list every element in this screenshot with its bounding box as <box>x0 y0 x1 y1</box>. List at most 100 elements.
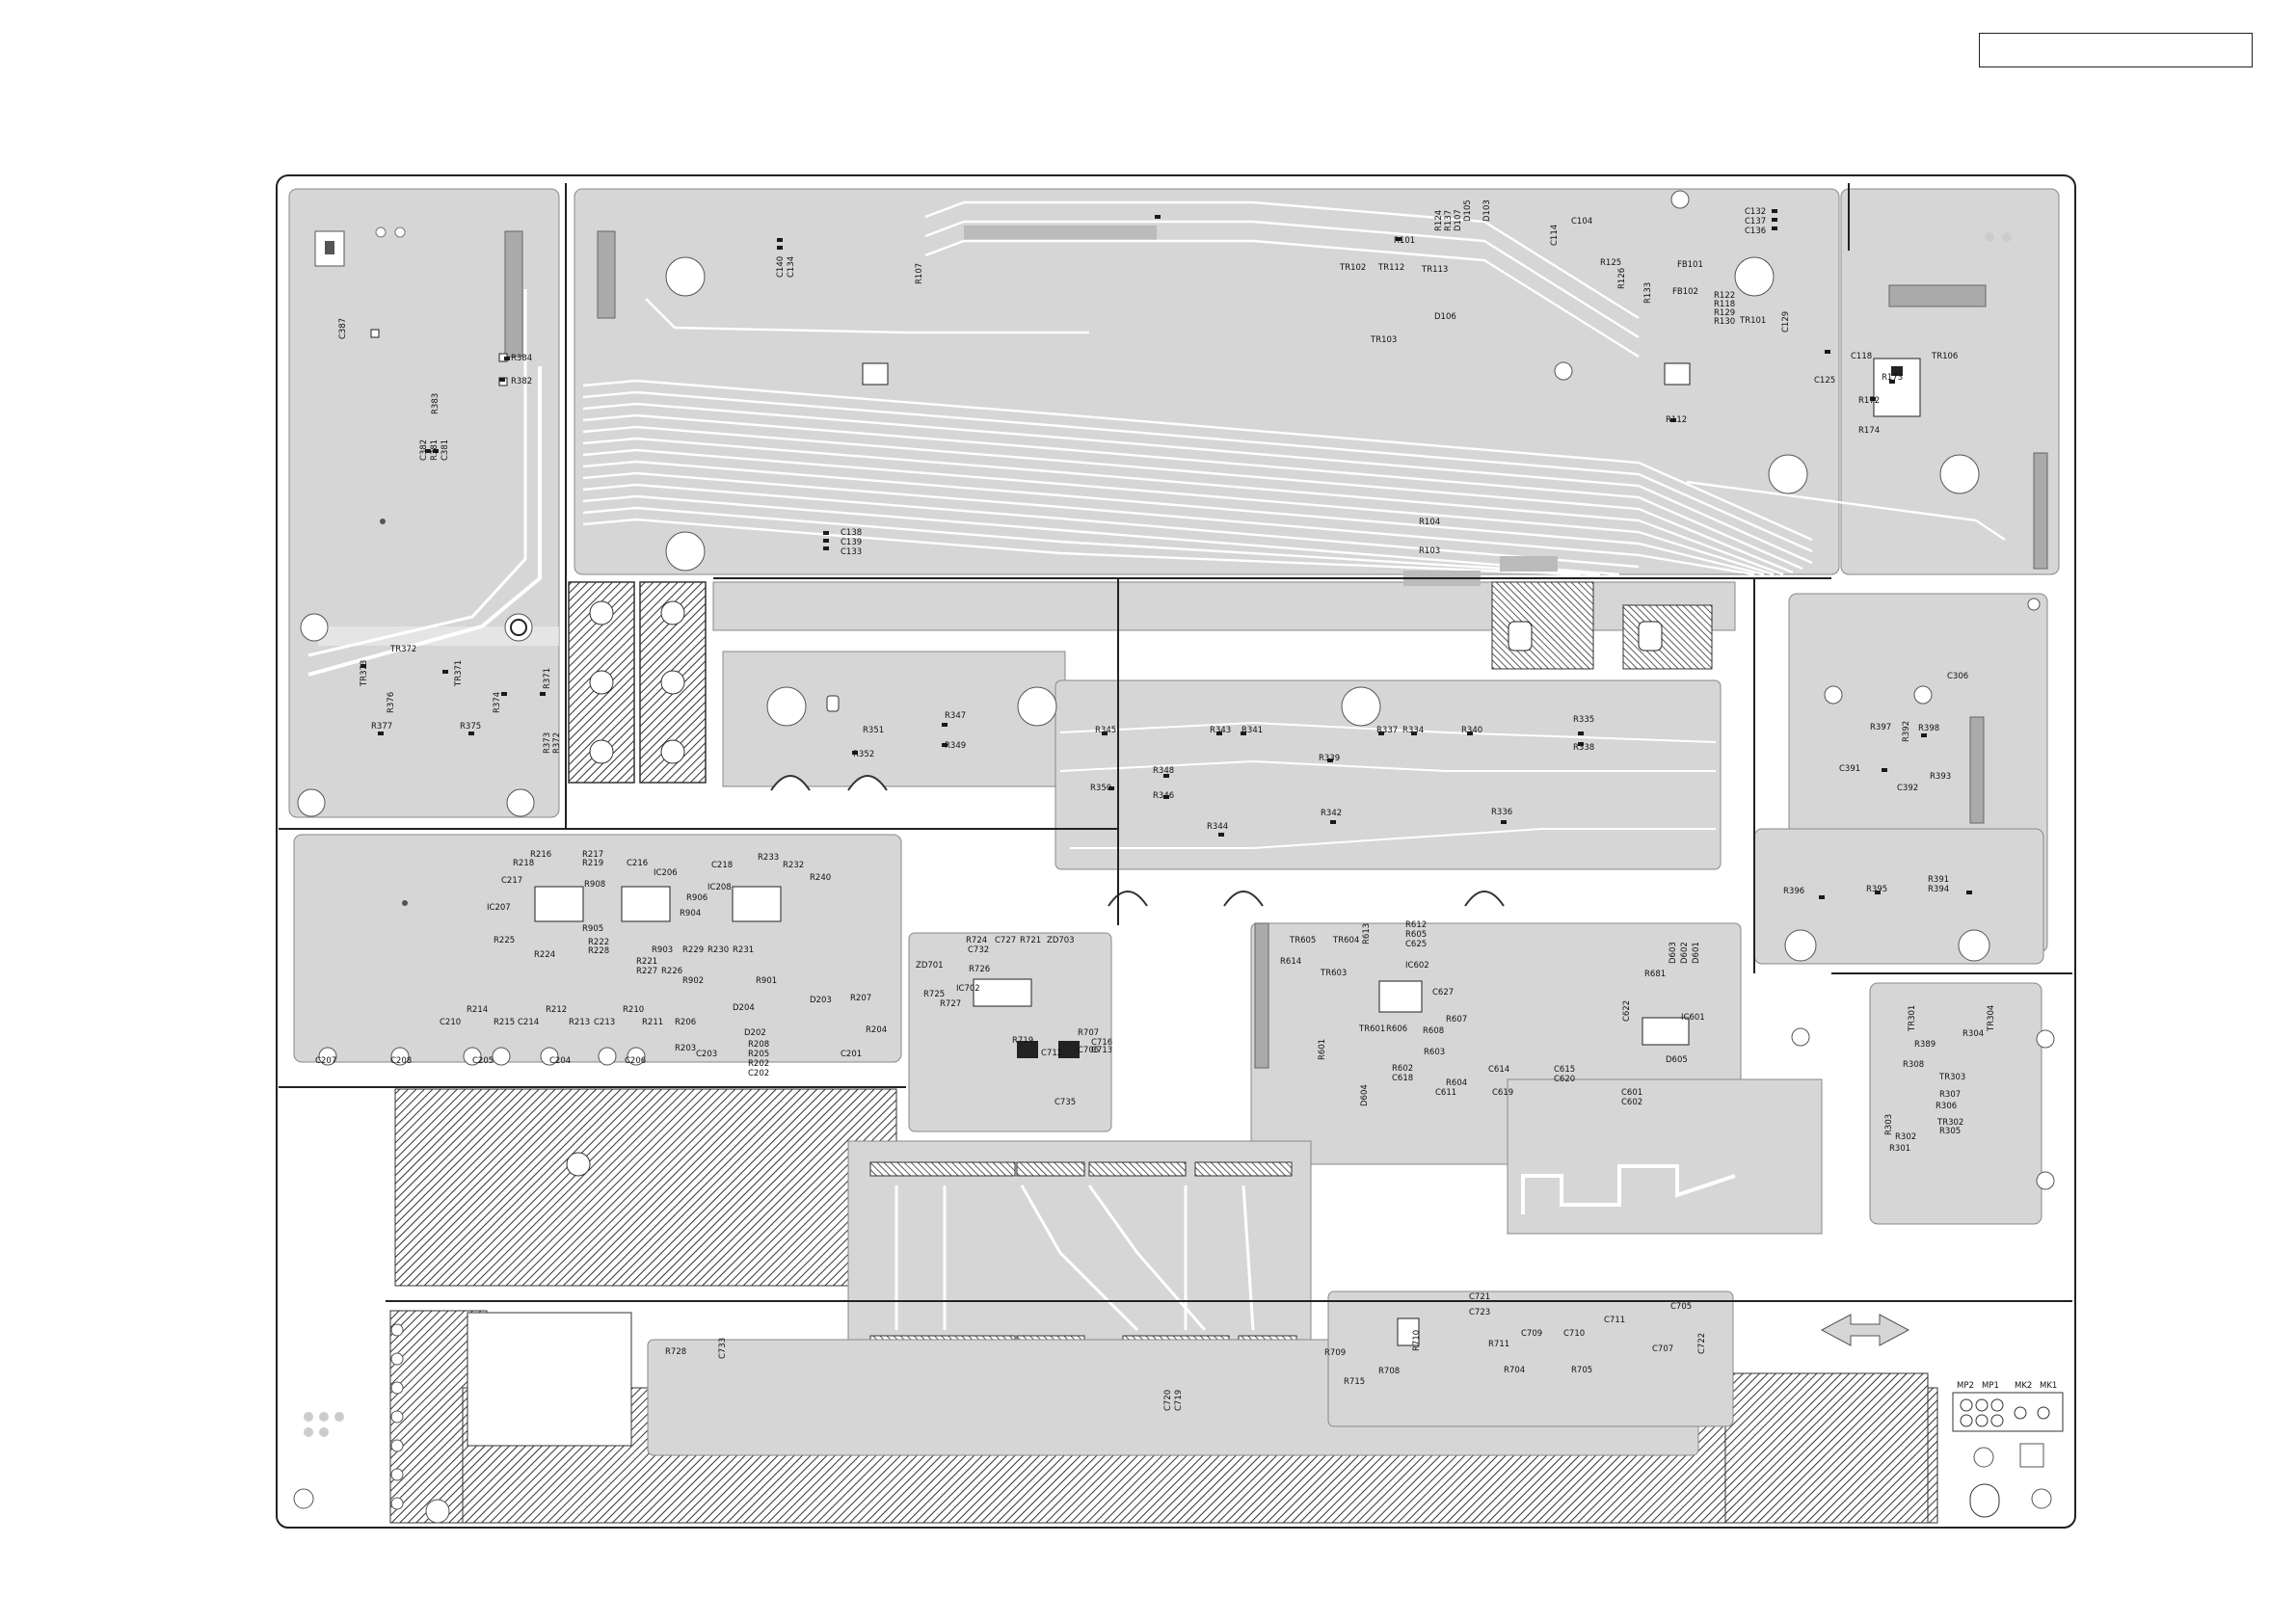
label-r172: R172 <box>1858 396 1880 406</box>
label-r904: R904 <box>680 909 701 918</box>
label-c205: C205 <box>472 1056 494 1066</box>
label-r208: R208 <box>748 1040 769 1050</box>
label-r104: R104 <box>1419 518 1440 527</box>
label-c216: C216 <box>627 859 648 868</box>
label-r346: R346 <box>1153 791 1174 801</box>
label-tr301: TR301 <box>1908 1005 1917 1032</box>
label-c132: C132 <box>1745 207 1766 217</box>
label-mp1: MP1 <box>1982 1381 1999 1391</box>
label-c723: C723 <box>1469 1308 1490 1317</box>
label-r215: R215 <box>494 1018 515 1027</box>
label-c711: C711 <box>1604 1316 1625 1325</box>
label-r137: R137 <box>1444 210 1454 231</box>
label-r375: R375 <box>460 722 481 732</box>
label-c206: C206 <box>625 1056 646 1066</box>
label-r339: R339 <box>1319 754 1340 763</box>
label-d602: D602 <box>1680 942 1690 964</box>
label-r210: R210 <box>623 1005 644 1015</box>
label-r302: R302 <box>1895 1132 1916 1142</box>
label-c721: C721 <box>1469 1292 1490 1302</box>
label-tr112: TR112 <box>1377 263 1404 273</box>
label-mp2: MP2 <box>1957 1381 1974 1391</box>
label-r337: R337 <box>1376 726 1398 735</box>
label-r118: R118 <box>1714 300 1735 309</box>
label-r205: R205 <box>748 1050 769 1059</box>
section-mid-plates <box>568 581 707 784</box>
label-c210: C210 <box>440 1018 461 1027</box>
label-c722: C722 <box>1697 1333 1707 1354</box>
label-tr604: TR604 <box>1332 936 1359 945</box>
label-d202: D202 <box>744 1028 766 1038</box>
label-r348: R348 <box>1153 766 1174 776</box>
label-r392: R392 <box>1902 721 1911 742</box>
label-c204: C204 <box>549 1056 571 1066</box>
label-r228: R228 <box>588 946 609 956</box>
label-r608: R608 <box>1423 1026 1444 1036</box>
label-r122: R122 <box>1714 291 1735 301</box>
label-c217: C217 <box>501 876 522 886</box>
label-c114: C114 <box>1550 225 1560 246</box>
label-tr601: TR601 <box>1358 1024 1385 1034</box>
label-fb102: FB102 <box>1672 287 1698 297</box>
section-right-mid <box>1753 593 2048 965</box>
label-r371: R371 <box>543 668 552 689</box>
label-r726: R726 <box>969 965 990 974</box>
label-r107: R107 <box>915 263 924 284</box>
label-tr303: TR303 <box>1938 1073 1965 1082</box>
label-d605: D605 <box>1666 1055 1688 1065</box>
label-c727: C727 <box>995 936 1016 945</box>
label-r308: R308 <box>1903 1060 1924 1070</box>
label-r612: R612 <box>1405 920 1427 930</box>
label-r349: R349 <box>945 741 966 751</box>
label-d204: D204 <box>733 1003 755 1013</box>
label-r211: R211 <box>642 1018 663 1027</box>
label-tr372: TR372 <box>389 645 416 654</box>
label-c392: C392 <box>1897 784 1918 793</box>
label-r130: R130 <box>1714 317 1735 327</box>
label-r206: R206 <box>675 1018 696 1027</box>
label-r341: R341 <box>1241 726 1263 735</box>
label-r232: R232 <box>783 861 804 870</box>
label-r129: R129 <box>1714 308 1735 318</box>
label-r603: R603 <box>1424 1048 1445 1057</box>
label-c601: C601 <box>1621 1088 1642 1098</box>
label-r174: R174 <box>1858 426 1880 436</box>
label-c137: C137 <box>1745 217 1766 226</box>
label-r906: R906 <box>686 893 707 903</box>
label-r397: R397 <box>1870 723 1891 732</box>
label-c705: C705 <box>1670 1302 1692 1312</box>
label-c619: C619 <box>1492 1088 1513 1098</box>
label-r903: R903 <box>652 945 673 955</box>
label-r212: R212 <box>546 1005 567 1015</box>
label-r905: R905 <box>582 924 603 934</box>
label-mk1: MK1 <box>2040 1381 2057 1391</box>
label-c201: C201 <box>841 1050 862 1059</box>
label-tr304: TR304 <box>1987 1005 1996 1032</box>
label-d603: D603 <box>1669 942 1678 964</box>
label-zd701: ZD701 <box>916 961 944 971</box>
label-r126: R126 <box>1617 268 1627 289</box>
label-r207: R207 <box>850 994 871 1003</box>
label-r112: R112 <box>1666 415 1687 425</box>
label-ic206: IC206 <box>654 868 678 878</box>
section-left-amp <box>293 834 902 1066</box>
board-cut-lines <box>279 183 2072 1302</box>
label-c712: C712 <box>1041 1049 1062 1058</box>
label-d107: D107 <box>1454 209 1463 231</box>
label-c129: C129 <box>1781 311 1791 333</box>
label-r217: R217 <box>582 850 603 860</box>
label-c140: C140 <box>776 256 786 278</box>
label-c614: C614 <box>1488 1065 1509 1075</box>
label-r710: R710 <box>1412 1330 1422 1351</box>
label-tr103: TR103 <box>1370 335 1397 345</box>
label-ic702: IC702 <box>956 984 980 994</box>
label-r305: R305 <box>1939 1127 1961 1136</box>
label-r393: R393 <box>1930 772 1951 782</box>
label-r233: R233 <box>758 853 779 863</box>
label-c602: C602 <box>1621 1098 1642 1107</box>
section-mid-right-lower <box>1507 982 2055 1235</box>
label-c202: C202 <box>748 1069 769 1078</box>
label-c203: C203 <box>696 1050 717 1059</box>
section-hatched-plates <box>394 1088 1312 1358</box>
label-r347: R347 <box>945 711 966 721</box>
